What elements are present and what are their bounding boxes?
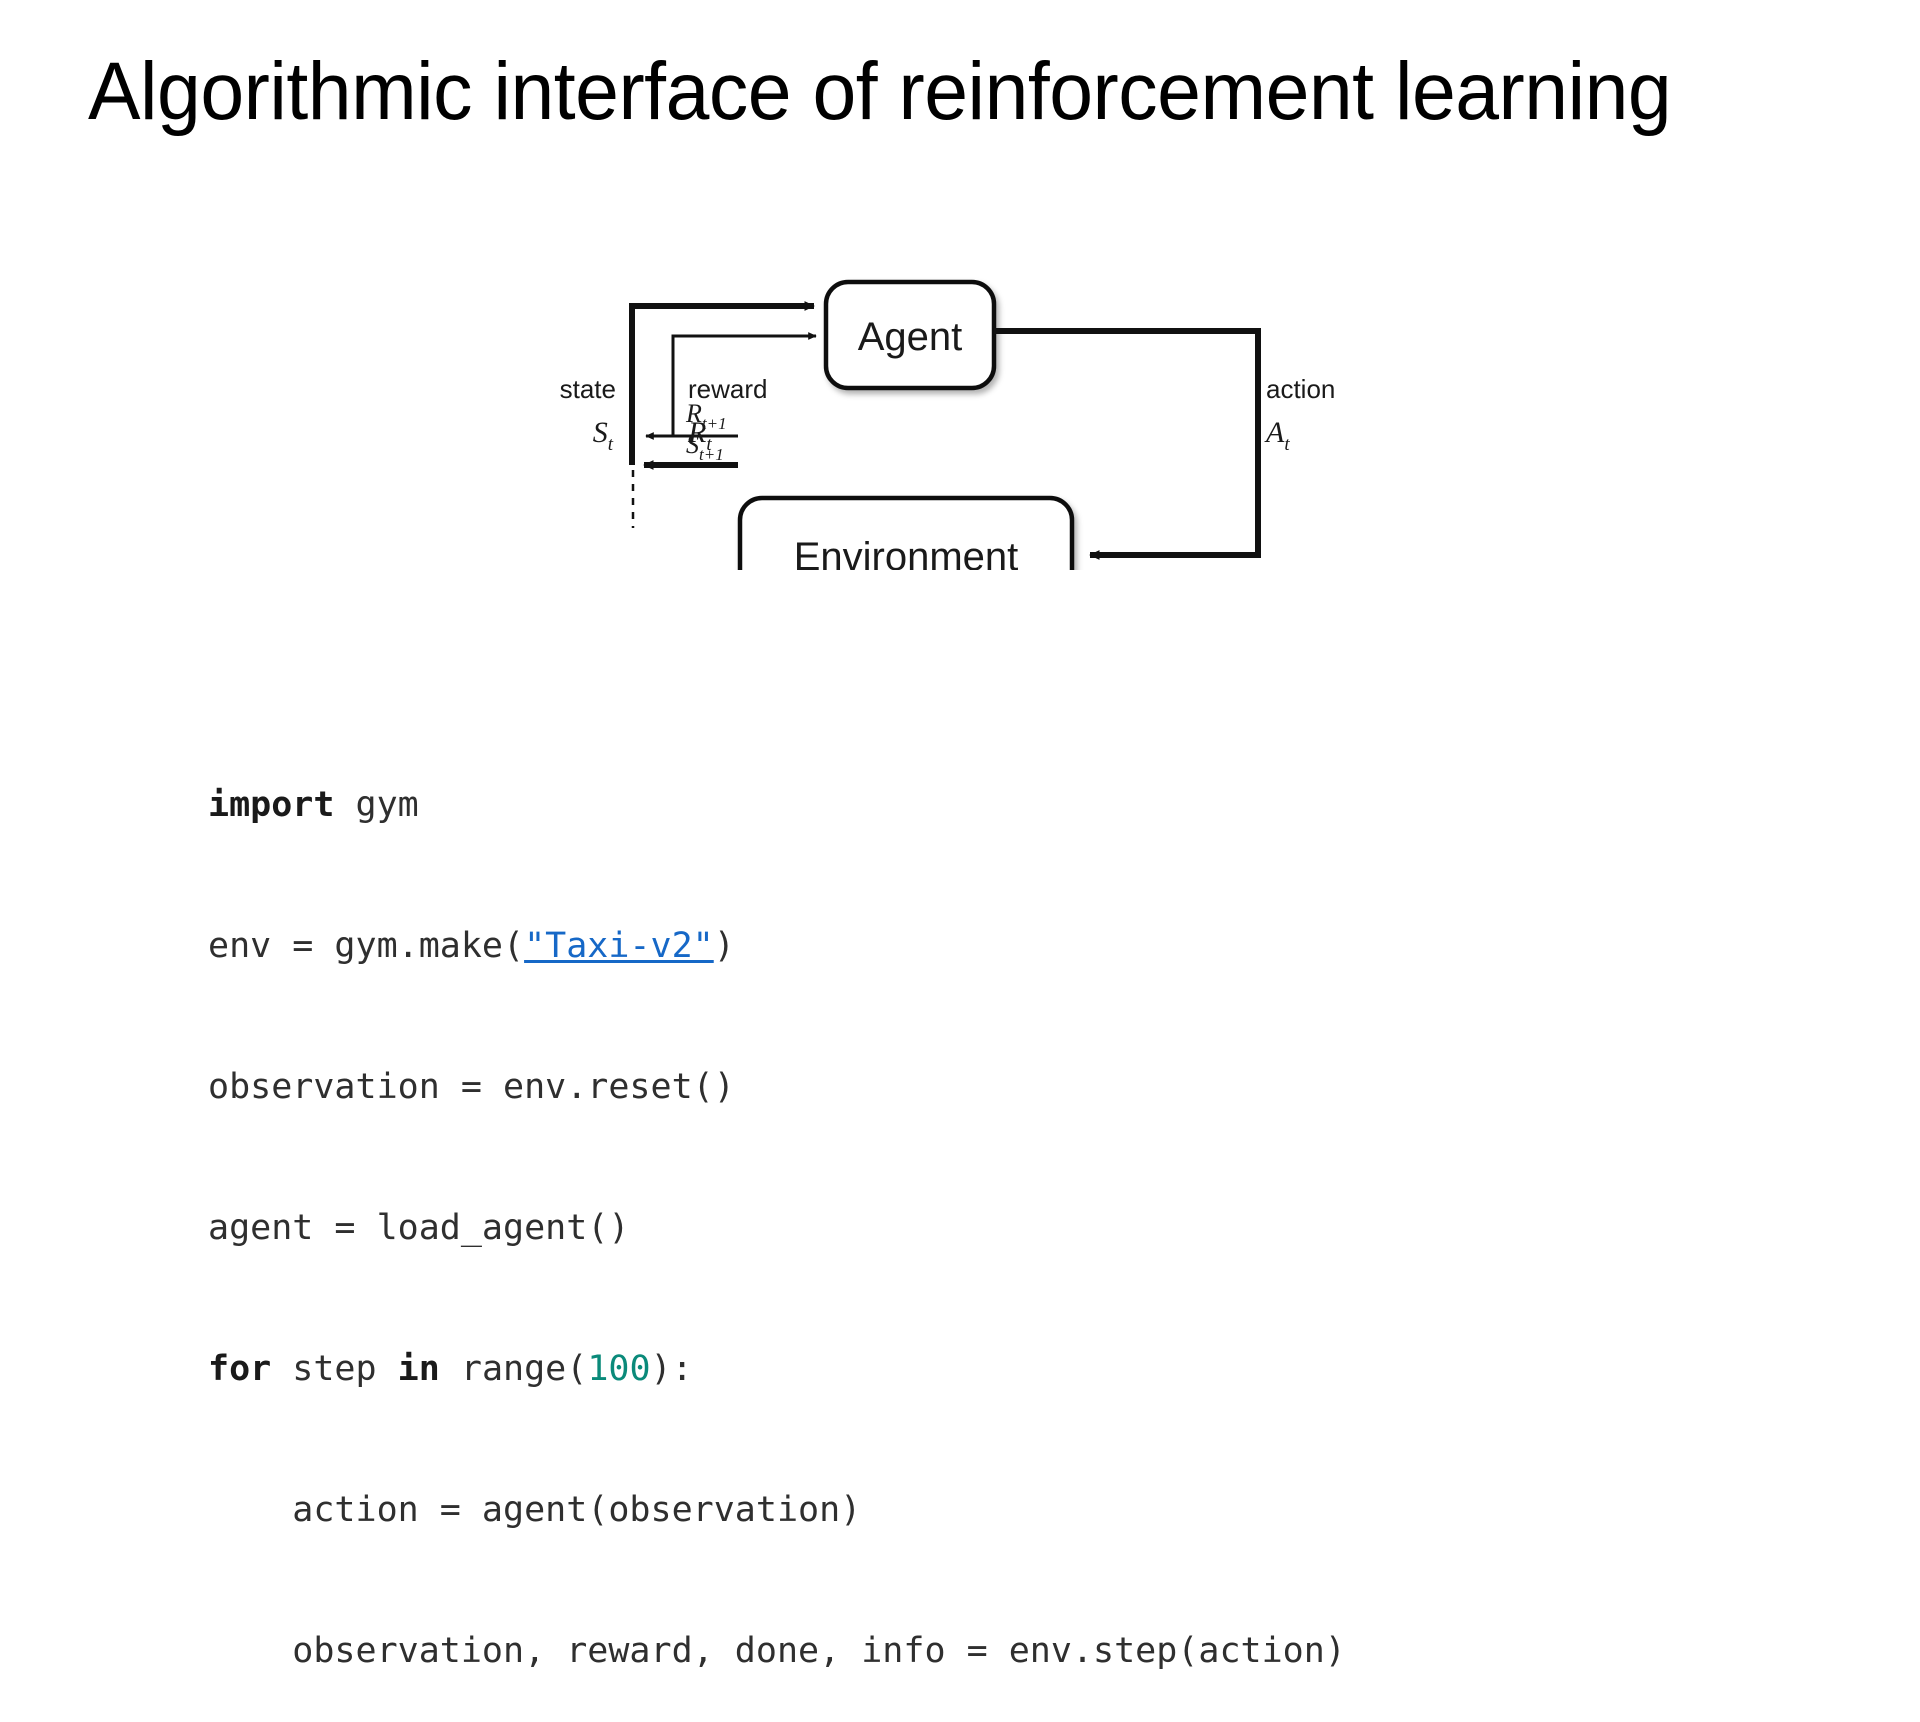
code-keyword: for [208,1349,272,1389]
code-text: env = gym.make( [208,926,525,966]
reward-loop-path [671,332,817,436]
next-reward-symbol: Rt+1 [685,399,727,433]
agent-box: Agent [823,279,997,391]
code-text: agent = load_agent() [208,1208,630,1248]
code-line-4: agent = load_agent() [208,1205,1346,1252]
action-label: action [1266,374,1335,404]
state-label: state [560,374,616,404]
code-text: range( [439,1349,588,1389]
code-line-3: observation = env.reset() [208,1064,1346,1111]
state-symbol: St [593,416,614,455]
code-keyword: import [208,785,335,825]
code-keyword: in [397,1349,440,1389]
next-state-symbol: St+1 [686,430,724,464]
code-snippet: import gym env = gym.make("Taxi-v2") obs… [208,688,1346,1722]
code-text: ): [650,1349,693,1389]
code-text: step [271,1349,398,1389]
agent-box-shape [823,279,997,391]
code-text: observation = env.reset() [208,1067,735,1107]
code-number: 100 [587,1349,651,1389]
action-path [994,328,1261,560]
environment-box-label: Environment [794,535,1019,570]
page-title: Algorithmic interface of reinforcement l… [88,46,1672,137]
code-line-7: observation, reward, done, info = env.st… [208,1628,1346,1675]
code-text: ) [713,926,735,966]
code-line-1: import gym [208,782,1346,829]
agent-box-label: Agent [858,315,963,359]
action-symbol: At [1264,416,1290,455]
rl-interaction-diagram: Agent Environment state St reward Rt act… [400,250,1360,570]
code-line-6: action = agent(observation) [208,1487,1346,1534]
code-string-link[interactable]: "Taxi-v2" [524,926,714,966]
code-text: action = agent(observation) [208,1490,862,1530]
code-text: gym [334,785,419,825]
code-text: observation, reward, done, info = env.st… [208,1631,1346,1671]
code-line-5: for step in range(100): [208,1346,1346,1393]
environment-box-shape [737,495,1075,570]
code-line-2: env = gym.make("Taxi-v2") [208,923,1346,970]
reward-label: reward [688,374,767,404]
environment-box: Environment [737,495,1075,570]
reward-symbol: Rt [687,416,712,455]
